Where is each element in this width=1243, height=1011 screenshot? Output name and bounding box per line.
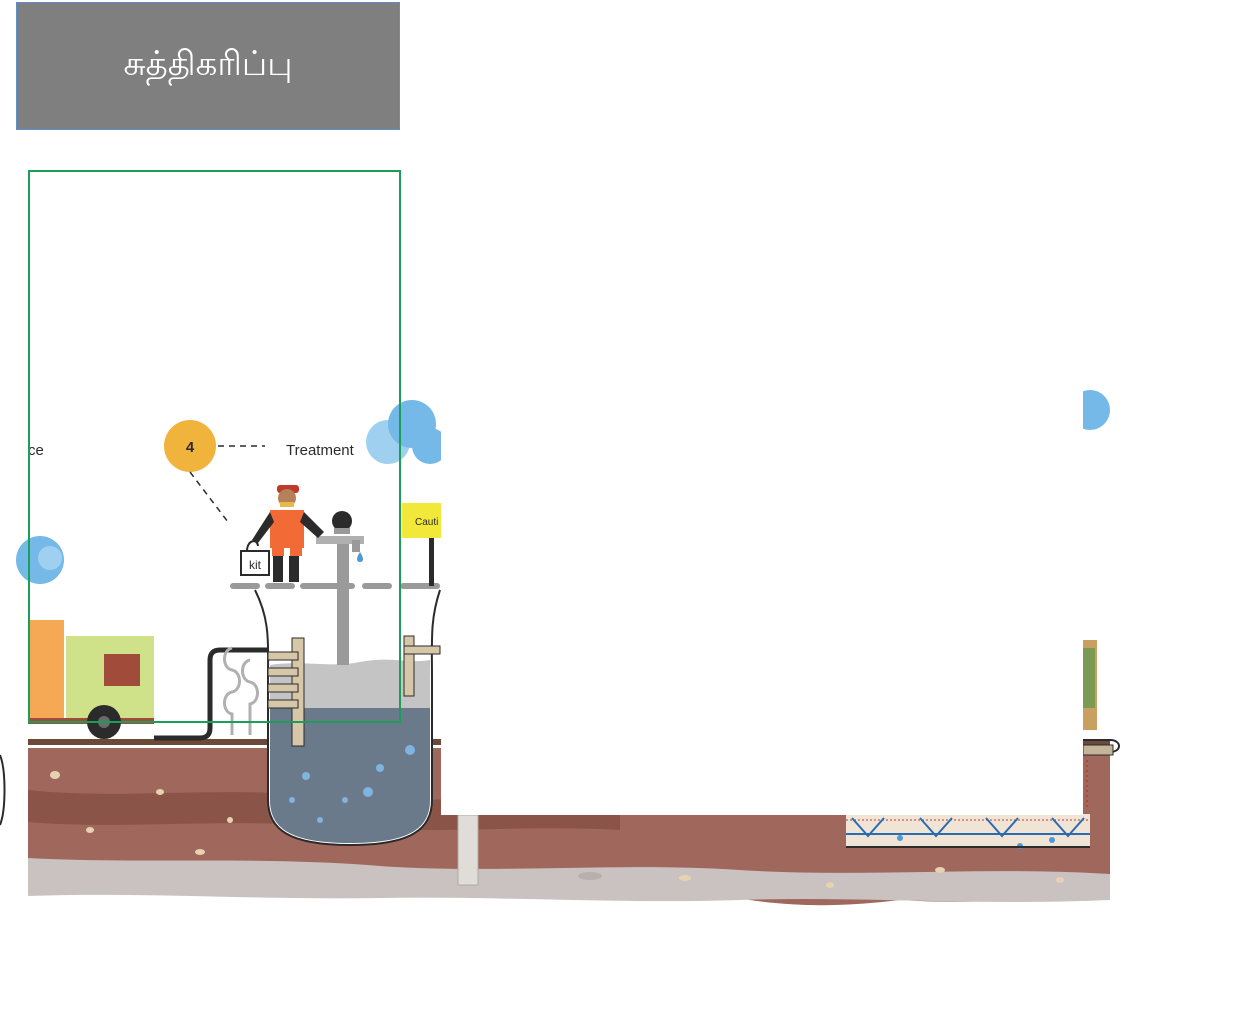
kit-bag-icon: kit <box>241 541 269 575</box>
cloud-icon <box>16 536 64 584</box>
platform <box>230 583 440 589</box>
truck-illustration <box>28 620 154 739</box>
dashed-pointer <box>190 472 228 522</box>
step-label: Treatment <box>286 442 355 459</box>
blank-overlay <box>441 272 1083 815</box>
step-badge: 4 <box>164 420 216 472</box>
irrigation-field <box>846 814 1090 849</box>
cloud-icon <box>366 400 448 464</box>
kit-label: kit <box>249 558 262 572</box>
hose-icon <box>154 650 270 738</box>
vertical-pipe <box>458 815 478 885</box>
step-number: 4 <box>186 439 195 456</box>
edge-arc <box>0 755 5 825</box>
caution-label: Cauti <box>415 517 438 528</box>
partial-label: ce <box>28 442 44 459</box>
caution-sign: Cauti <box>402 503 442 586</box>
